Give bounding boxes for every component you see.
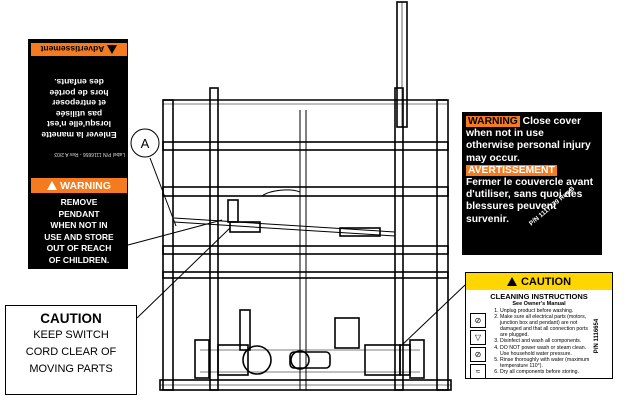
cleaning-step: Unplug product before washing. [500, 308, 592, 314]
french-warning-text: Fermer le couvercle avant d'utiliser, sa… [466, 177, 594, 225]
warning-triangle-icon [47, 181, 58, 190]
english-warning-header: WARNING [31, 178, 127, 193]
cover-warning-label: WARNING Close cover when not in use othe… [462, 112, 602, 255]
english-warning-header: WARNING [466, 116, 520, 127]
left-label-part-number: Label P/N 1116656 - Rev A 2/03 [54, 151, 125, 157]
switch-cord-caution-box: CAUTION KEEP SWITCH CORD CLEAR OF MOVING… [5, 305, 137, 395]
french-warning-section: Label P/N 1116656 - Rev A 2/03 Enlever l… [29, 40, 129, 160]
warning-triangle-icon [107, 45, 118, 54]
french-warning-header: Advertissement [31, 43, 127, 56]
callout-circle [130, 128, 160, 158]
no-pressure-wash-icon: ⊘ [470, 347, 486, 362]
cleaning-step: Rinse thoroughly with water (maximum tem… [500, 357, 592, 369]
caution-text: KEEP SWITCH CORD CLEAR OF MOVING PARTS [25, 329, 117, 375]
cleaning-title: CLEANING INSTRUCTIONS [490, 292, 588, 301]
cleaning-step: Disinfect and wash all components. [500, 338, 592, 344]
cleaning-icons: ⊘ ▽ ⊘ ≈ [470, 313, 488, 381]
cleaning-subtitle: See Owner's Manual [512, 301, 566, 307]
callout-letter: A [141, 136, 150, 151]
english-warning-section: WARNING REMOVE PENDANT WHEN NOT IN USE A… [29, 178, 129, 266]
caution-title: CAUTION [40, 311, 102, 326]
warning-triangle-icon [506, 277, 517, 286]
cleaning-step: DO NOT power wash or steam clean. Use ho… [500, 345, 592, 357]
french-warning-header: AVERTISSEMENT [466, 164, 557, 176]
cleaning-caution-label: CAUTION CLEANING INSTRUCTIONS See Owner'… [465, 272, 613, 379]
english-warning-text: Close cover when not in use otherwise pe… [466, 116, 591, 164]
pendant-warning-label: Label P/N 1116656 - Rev A 2/03 Enlever l… [28, 39, 128, 269]
french-warning-text: Enlever la manette lorsqu'elle n'est pas… [41, 77, 117, 141]
bucket-icon: ▽ [470, 330, 486, 345]
cleaning-step: Make sure all electrical parts (motors, … [500, 314, 592, 338]
cleaning-label-part-number: P/N 1116654 [593, 318, 600, 354]
no-spray-icon: ⊘ [470, 313, 486, 328]
english-warning-text: REMOVE PENDANT WHEN NOT IN USE AND STORE… [44, 197, 114, 265]
cleaning-steps: Unplug product before washing. Make sure… [466, 308, 592, 375]
cleaning-caution-header: CAUTION [466, 273, 612, 290]
cleaning-step: Dry all components before storing. [500, 369, 592, 375]
rinse-icon: ≈ [470, 364, 486, 379]
